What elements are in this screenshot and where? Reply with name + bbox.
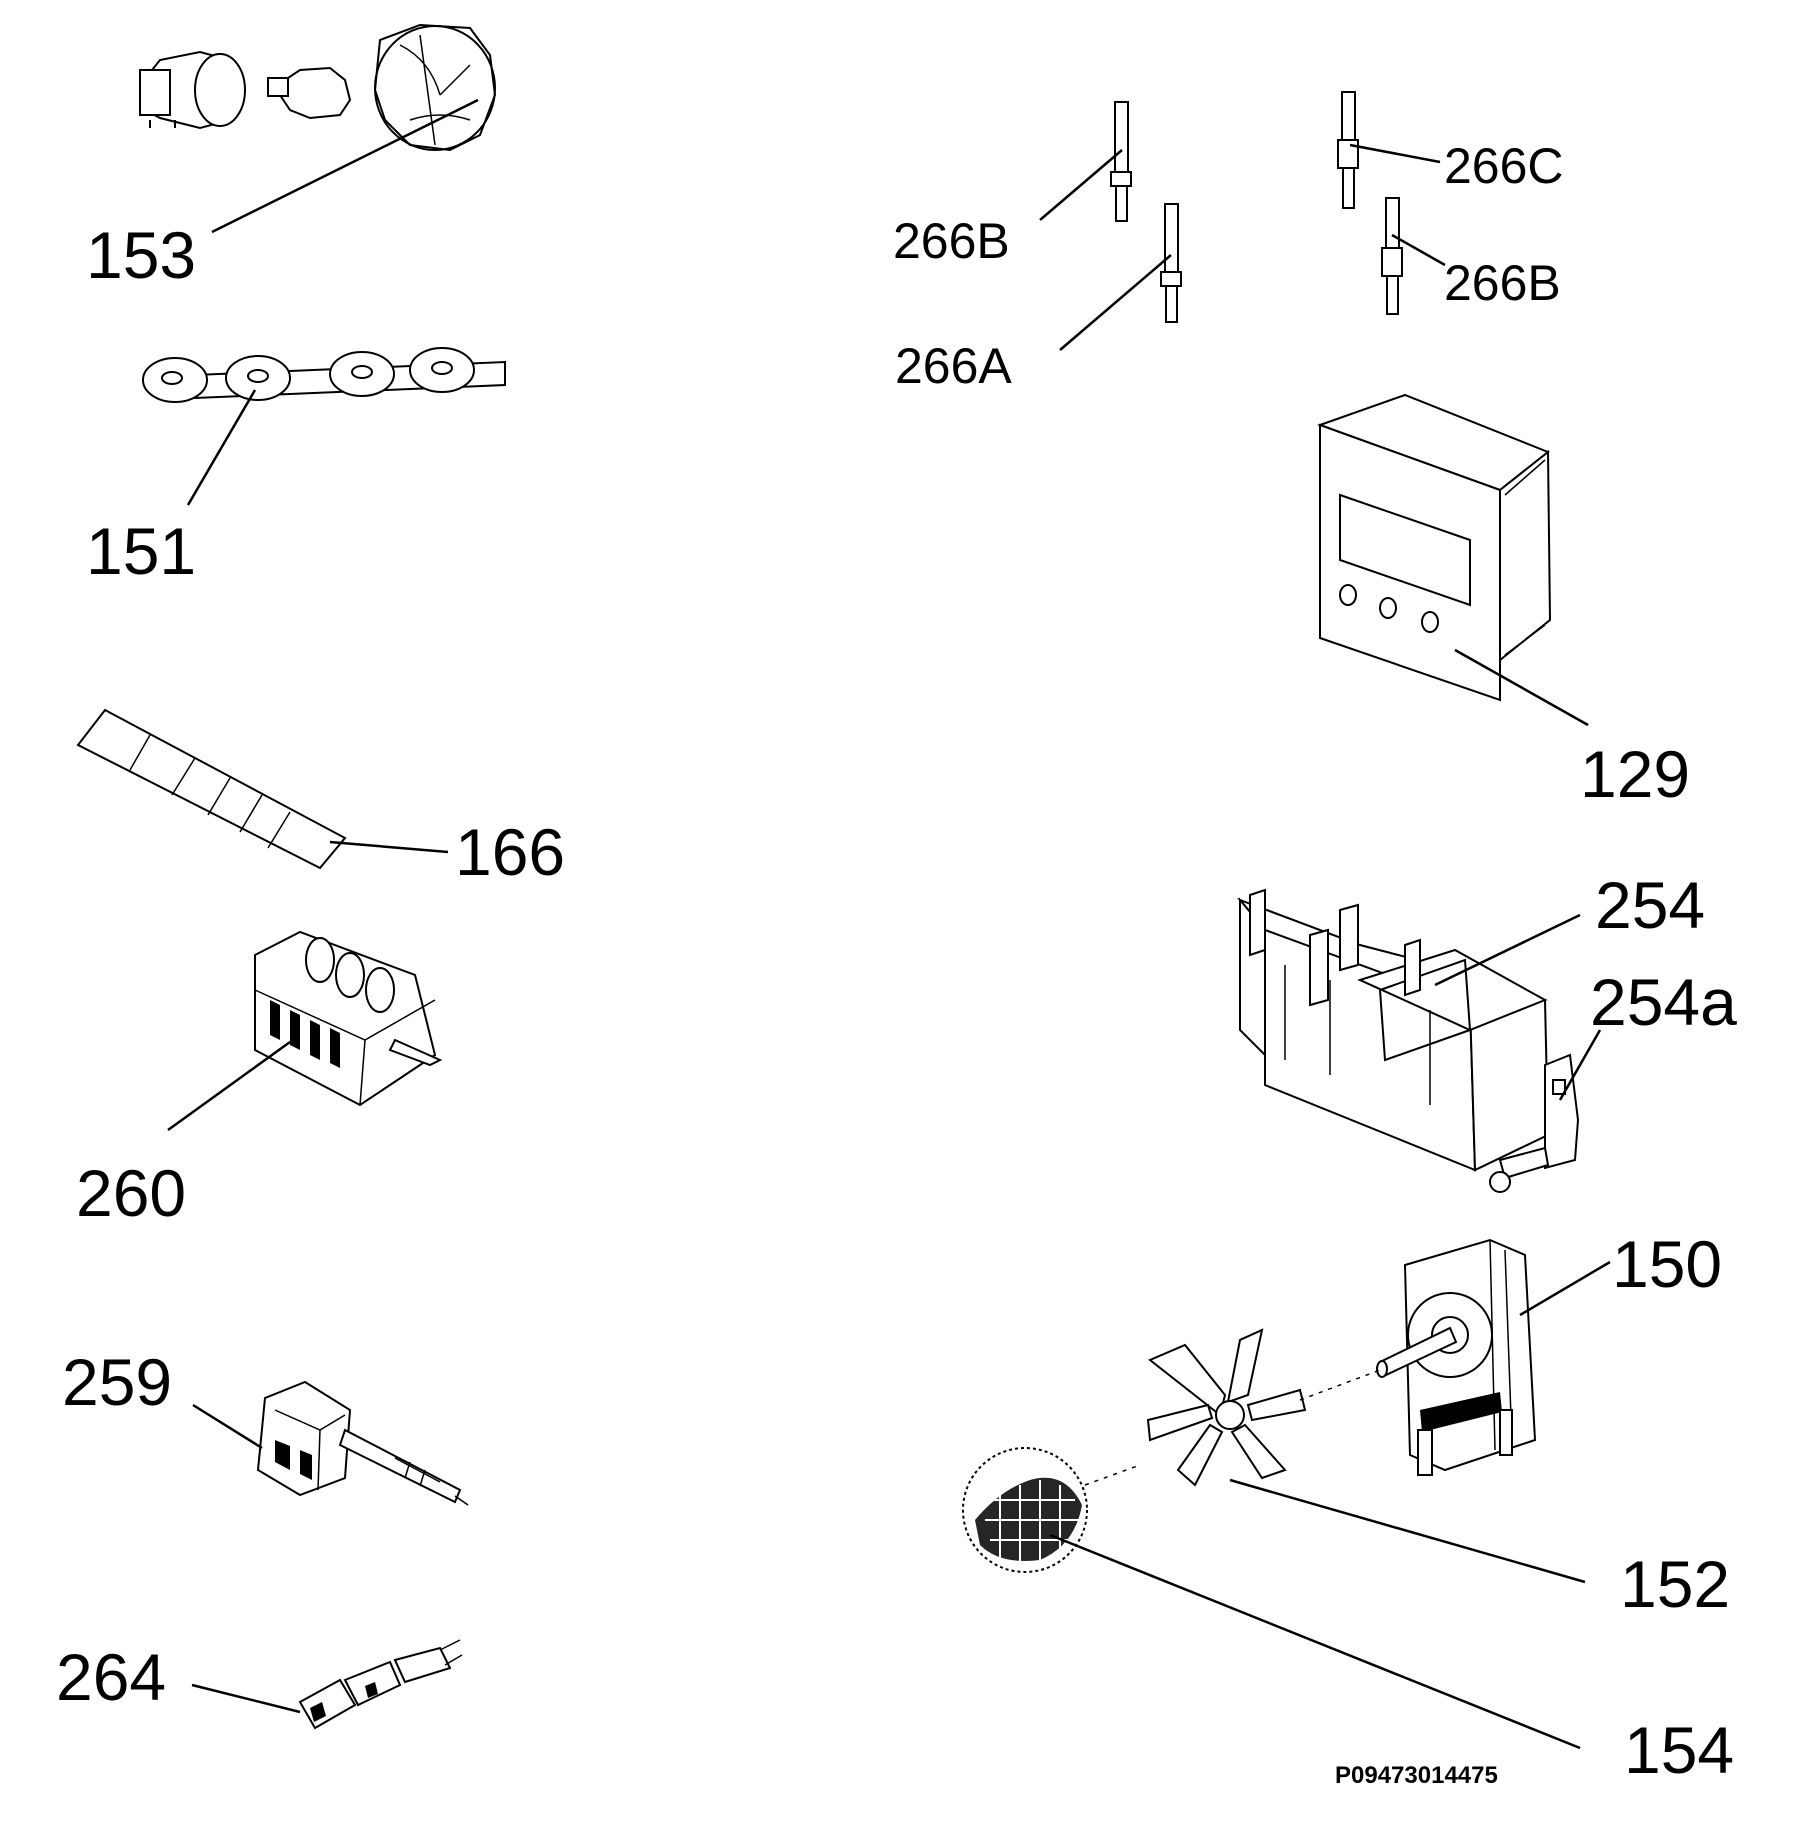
leader-152 <box>1229 1478 1586 1584</box>
leader-154 <box>1049 1533 1581 1750</box>
part-266b-left-probe <box>1110 101 1132 222</box>
label-150: 150 <box>1612 1227 1722 1301</box>
part-129-timer-module <box>1317 393 1552 702</box>
label-154: 154 <box>1624 1713 1734 1787</box>
label-259: 259 <box>62 1345 172 1419</box>
part-264-connector <box>298 1639 463 1730</box>
part-151-gasket-strip <box>142 347 506 403</box>
label-254a: 254a <box>1590 965 1737 1039</box>
leader-166 <box>329 840 449 854</box>
part-260-selector-switch <box>254 930 443 1107</box>
figure-code: P09473014475 <box>1335 1762 1498 1789</box>
leader-266b-right <box>1391 233 1446 267</box>
leader-254 <box>1434 913 1581 987</box>
leader-153 <box>211 98 479 234</box>
leader-151 <box>186 389 257 506</box>
leader-266b-left <box>1039 149 1123 221</box>
part-266c-probe <box>1337 91 1359 209</box>
label-264: 264 <box>56 1640 166 1714</box>
label-266a: 266A <box>895 338 1012 394</box>
leader-129 <box>1454 648 1589 727</box>
part-152-fan-blade <box>1146 1328 1381 1487</box>
label-166: 166 <box>455 815 565 889</box>
part-254-ignition-generator <box>1236 888 1550 1172</box>
part-154-filter-screen <box>962 1447 1141 1573</box>
label-260: 260 <box>76 1156 186 1230</box>
leader-266a <box>1059 254 1172 351</box>
leader-254a <box>1558 1029 1602 1101</box>
part-150-fan-motor <box>1376 1238 1537 1476</box>
label-152: 152 <box>1620 1547 1730 1621</box>
part-266b-right-probe <box>1381 197 1403 315</box>
label-129: 129 <box>1580 737 1690 811</box>
label-266b-left: 266B <box>893 213 1010 269</box>
leader-266c <box>1349 143 1441 164</box>
part-153-lamp-assembly <box>138 23 497 152</box>
leader-150 <box>1519 1260 1611 1317</box>
leader-259 <box>192 1403 263 1450</box>
label-266b-right: 266B <box>1444 255 1561 311</box>
part-166-label-strip <box>76 708 347 870</box>
part-266a-probe <box>1160 203 1182 323</box>
label-151: 151 <box>86 514 196 588</box>
label-153: 153 <box>86 218 196 292</box>
part-259-thermostat <box>256 1380 469 1506</box>
leader-260 <box>167 1040 291 1132</box>
label-254: 254 <box>1595 868 1705 942</box>
leader-264 <box>191 1683 301 1714</box>
label-266c: 266C <box>1444 138 1564 194</box>
